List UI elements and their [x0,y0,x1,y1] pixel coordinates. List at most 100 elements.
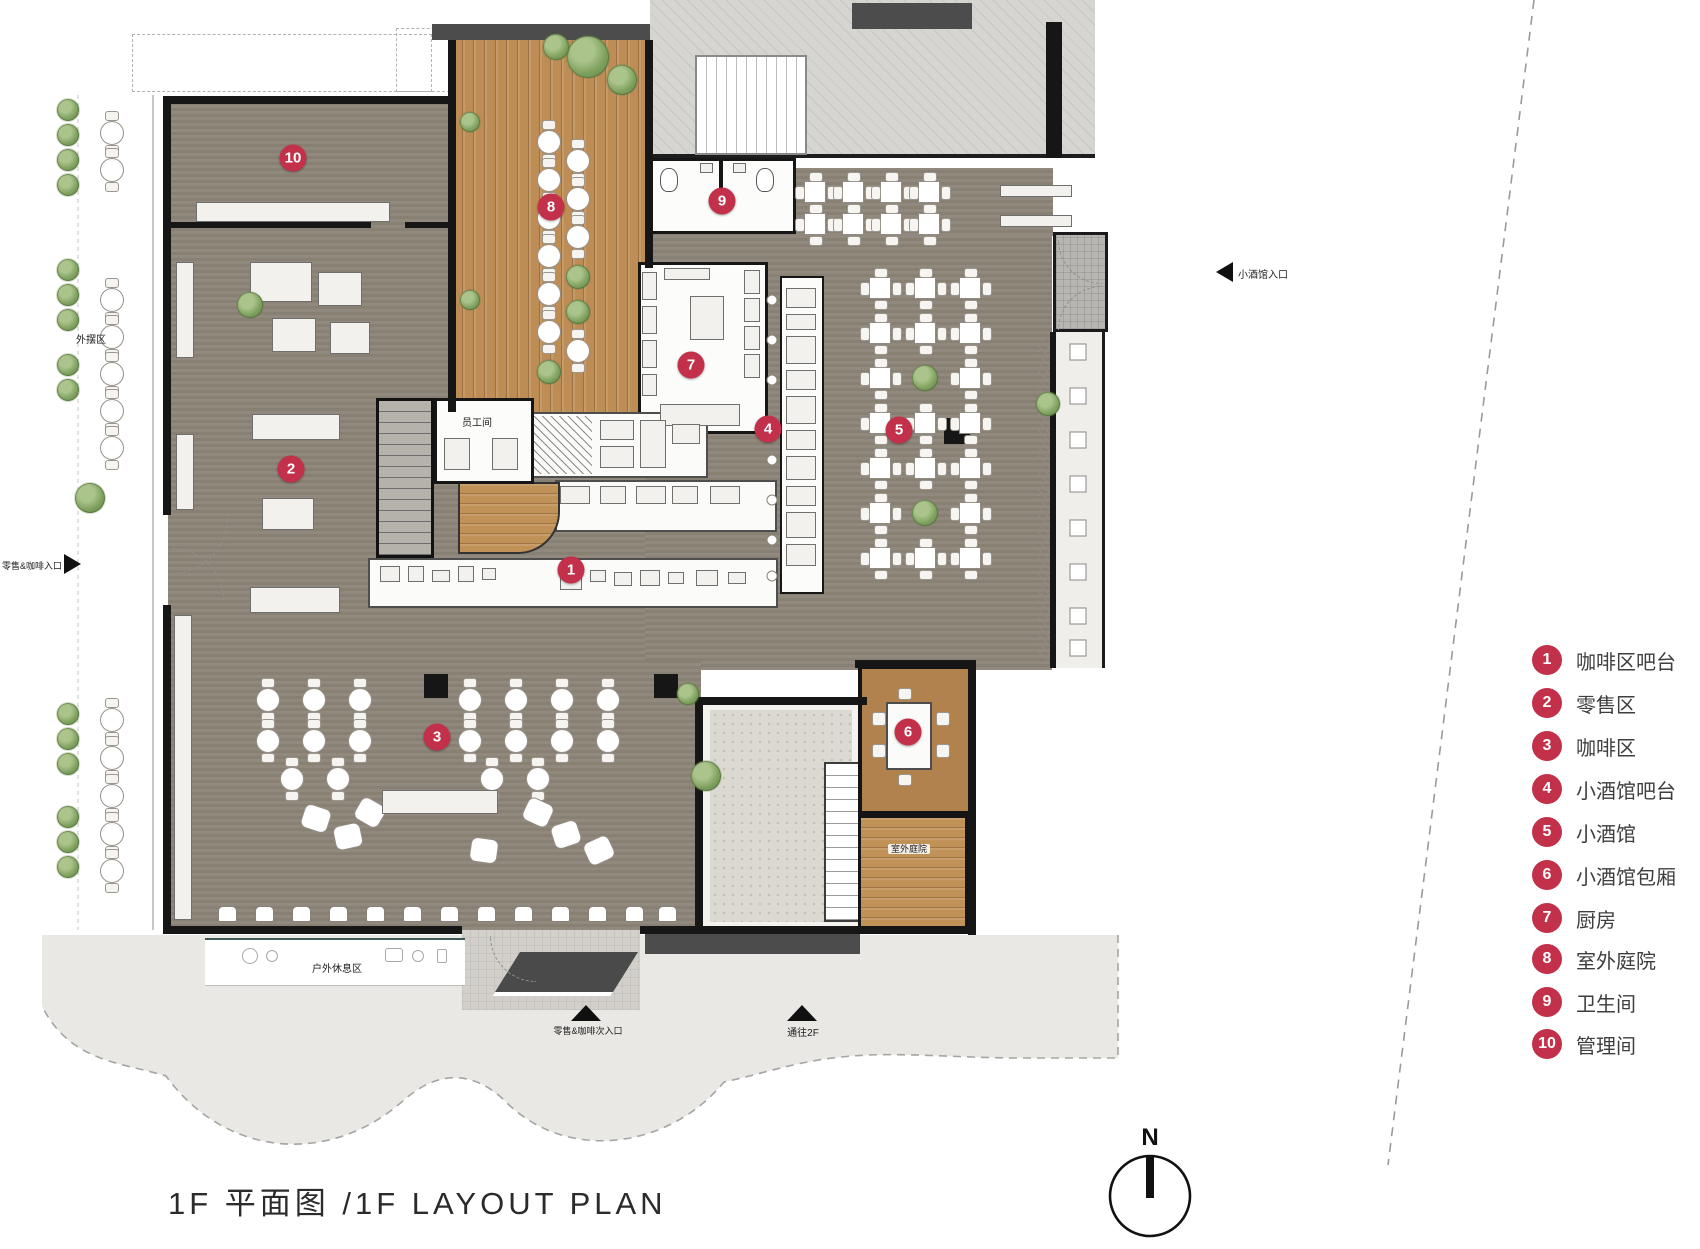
retail-entrance-arrow [64,554,81,574]
legend-item: 3 咖啡区 [1532,731,1636,761]
restroom-partition [719,160,723,200]
wall-bistro-right [1050,332,1056,668]
wall-bottom-mid [640,926,698,934]
staff-desk [444,438,470,470]
outdoor-deck-top [452,40,652,412]
legend-dot: 2 [1532,688,1562,718]
wall-left-lower [163,605,171,934]
banquette-hatch [1038,340,1053,660]
legend-label: 卫生间 [1576,993,1636,1016]
legend-label: 小酒馆包厢 [1576,866,1676,889]
legend-label: 厨房 [1576,909,1616,932]
outdoor-rest-label: 户外休息区 [312,964,362,975]
outdoor-seating-label: 外摆区 [76,335,106,346]
building-stair-shaft [695,55,807,155]
legend-item: 5 小酒馆 [1532,817,1636,847]
legend-dot: 7 [1532,903,1562,933]
secondary-entrance-label: 零售&咖啡次入口 [553,1026,623,1036]
marker-9: 9 [708,187,736,215]
staff-desk [492,438,518,470]
courtyard-stair [824,762,860,922]
bistro-entrance-arrow [1216,262,1233,282]
north-compass [1108,1154,1192,1238]
marker-5: 5 [885,416,913,444]
bistro-entrance-label: 小酒馆入口 [1238,270,1288,281]
retail-entrance-label: 零售&咖啡入口 [2,561,63,571]
toilet-fixture [756,168,774,192]
marker-1: 1 [557,556,585,584]
sheet-title: 1F 平面图 /1F LAYOUT PLAN [168,1186,667,1221]
legend-dot: 6 [1532,860,1562,890]
wall-left-upper [163,96,171,515]
legend-dot: 10 [1532,1029,1562,1059]
window-seat-band [1053,332,1105,668]
legend-item: 6 小酒馆包厢 [1532,860,1676,890]
column [424,674,448,698]
wall-deck-left [448,40,456,412]
marker-10: 10 [279,144,307,172]
outdoor-courtyard-label: 室外庭院 [888,842,931,855]
wall-top [163,96,455,104]
lower-canopy-band [645,932,860,954]
north-label: N [1141,1124,1159,1151]
legend-label: 咖啡区 [1576,737,1636,760]
wall-deck-right [645,40,653,268]
column-bar [1046,22,1062,158]
legend-item: 7 厨房 [1532,903,1616,933]
wall-bottom-left [166,926,462,934]
main-staircase [376,398,434,558]
legend-item: 9 卫生间 [1532,987,1636,1017]
wall-room10-divider2 [405,222,455,228]
legend-item: 8 室外庭院 [1532,944,1656,974]
bistro-bar-counter [780,276,824,594]
site-ground [42,935,1118,1145]
wall-room10-divider [171,222,371,228]
legend-item: 4 小酒馆吧台 [1532,774,1676,804]
legend-item: 2 零售区 [1532,688,1636,718]
outdoor-courtyard-deck [858,815,968,933]
kitchen-room [638,262,768,434]
legend-label: 咖啡区吧台 [1576,651,1676,674]
sink [700,163,713,173]
floor-bistro-top [795,168,1053,236]
legend-dot: 4 [1532,774,1562,804]
legend-item: 1 咖啡区吧台 [1532,645,1676,675]
floor-strip [645,660,701,930]
marker-4: 4 [754,415,782,443]
prep-hatch [532,416,592,474]
wall-courtyard-left [695,697,703,934]
legend-dot: 3 [1532,731,1562,761]
legend-label: 小酒馆 [1576,823,1636,846]
legend-dot: 8 [1532,944,1562,974]
pickup-counter [555,480,777,532]
legend-label: 零售区 [1576,694,1636,717]
marker-7: 7 [677,351,705,379]
roof-hatch-block [852,3,972,29]
legend-dot: 9 [1532,987,1562,1017]
to-2f-arrow [787,1005,817,1021]
marker-2: 2 [277,455,305,483]
column [944,418,970,444]
wood-steps [458,482,560,554]
legend-dot: 1 [1532,645,1562,675]
sink [733,163,746,173]
wall-courtyard-top [695,697,867,705]
marker-3: 3 [423,723,451,751]
marker-6: 6 [894,718,922,746]
wall-courtyard-bottom [695,926,976,934]
wall-room6-right [968,660,976,935]
toilet-fixture [660,168,678,192]
legend-dot: 5 [1532,817,1562,847]
site-curb-line [152,95,154,930]
column [654,674,678,698]
deck-canopy-edge [432,24,654,40]
canopy-outline [132,34,432,92]
staff-room-label: 员工间 [462,418,492,429]
secondary-entrance-arrow [571,1005,601,1021]
marker-8: 8 [537,193,565,221]
to-2f-label: 通往2F [787,1028,819,1039]
legend-label: 室外庭院 [1576,950,1656,973]
legend-label: 小酒馆吧台 [1576,780,1676,803]
